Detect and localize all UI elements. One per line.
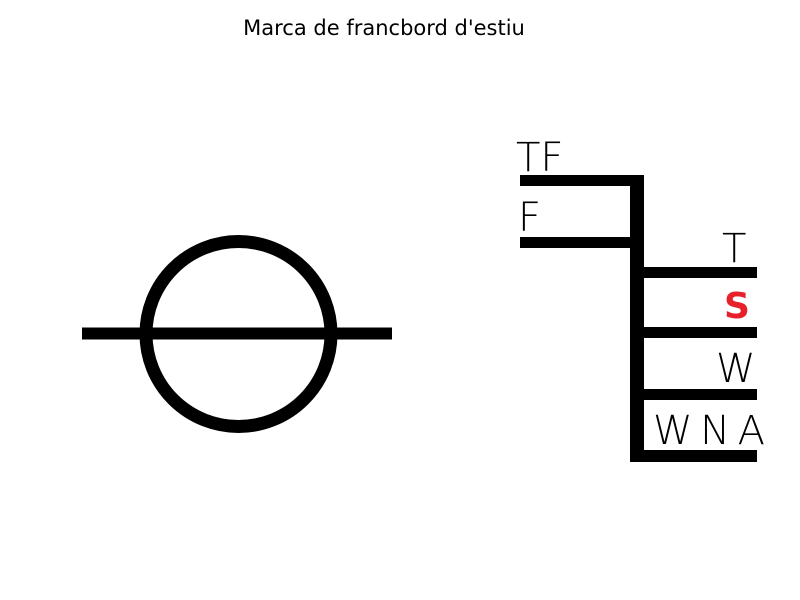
label-s: S <box>724 286 750 327</box>
plimsoll-mark <box>82 235 392 433</box>
vertical-bar <box>630 175 644 462</box>
label-wna: WNA <box>653 408 765 454</box>
label-f: F <box>518 195 541 241</box>
wna-line <box>630 450 757 462</box>
label-w: W <box>716 346 756 392</box>
diagram-title: Marca de francbord d'estiu <box>243 16 525 40</box>
s-line <box>630 327 757 338</box>
f-line <box>520 237 644 248</box>
label-t: T <box>722 226 746 272</box>
tf-line <box>520 175 644 186</box>
load-line-mark: TF F T S W WNA <box>516 135 765 462</box>
w-line <box>630 389 757 400</box>
label-tf: TF <box>516 135 563 181</box>
t-line <box>630 267 757 278</box>
plimsoll-line <box>82 327 392 340</box>
